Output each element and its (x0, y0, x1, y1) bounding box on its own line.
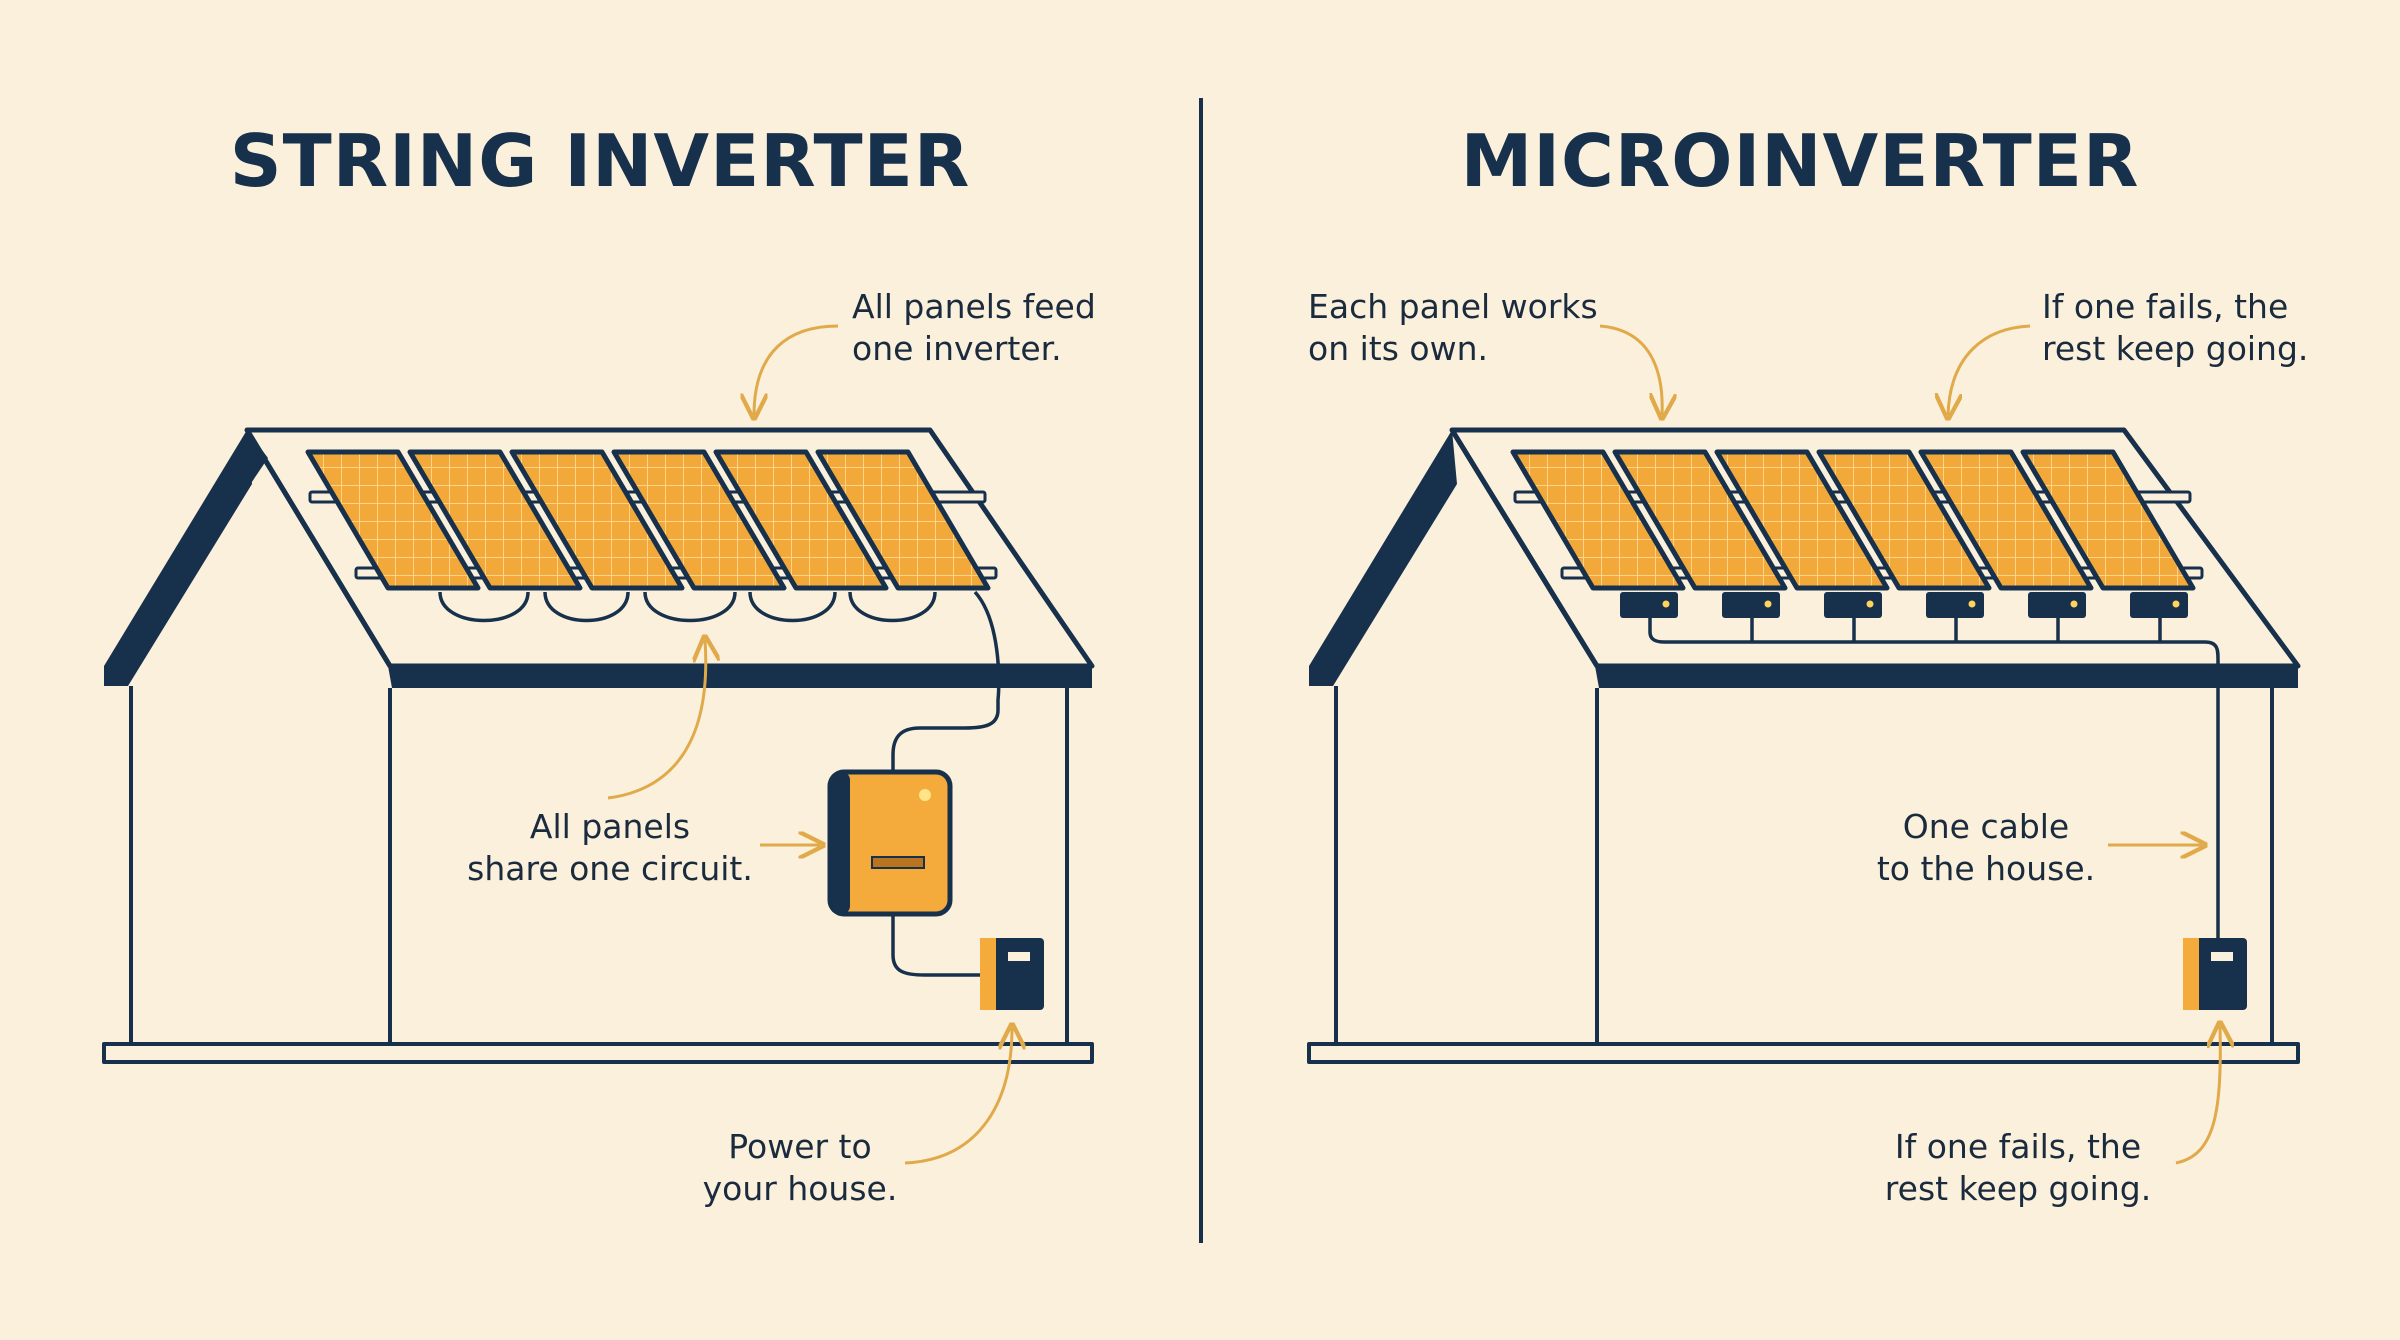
solar-panel (1816, 449, 1992, 591)
string-inverter-box (827, 769, 953, 917)
panels-feed-label-line2: one inverter. (852, 329, 1062, 368)
share-circuit-label-line2: share one circuit. (467, 849, 753, 888)
microinverter-unit (1620, 592, 1678, 618)
solar-panel (611, 449, 787, 591)
rest-keep-going-top-label-line2: rest keep going. (2042, 329, 2308, 368)
works-on-own-label: Each panel works (1308, 287, 1598, 326)
microinverter-title: MICROINVERTER (1461, 119, 2140, 203)
solar-panel (815, 449, 991, 591)
string-inverter-title: STRING INVERTER (230, 119, 971, 203)
solar-panel (1714, 449, 1890, 591)
microinverter-unit (2028, 592, 2086, 618)
solar-panel (2020, 449, 2196, 591)
rest-keep-going-bottom-label-line2: rest keep going. (1885, 1169, 2151, 1208)
microinverter-section: MICROINVERTER (1307, 119, 2308, 1208)
rest-keep-going-bottom-label: If one fails, the (1895, 1127, 2141, 1166)
share-circuit-label: All panels (530, 807, 690, 846)
ac-trunk-cable (1648, 618, 2220, 938)
microinverter-unit (1722, 592, 1780, 618)
solar-panel (1612, 449, 1788, 591)
solar-panel (407, 449, 583, 591)
rest-keep-going-top-label: If one fails, the (2042, 287, 2288, 326)
string-wiring (438, 590, 1001, 977)
left-electric-meter (980, 938, 1044, 1010)
solar-panel (509, 449, 685, 591)
microinverter-unit (1926, 592, 1984, 618)
right-solar-panel-array (1510, 449, 2204, 591)
string-inverter-section: STRING INVERTER (102, 119, 1096, 1208)
works-on-own-label-line2: on its own. (1308, 329, 1488, 368)
one-cable-label: One cable (1903, 807, 2069, 846)
solar-panel (713, 449, 889, 591)
solar-panel (1918, 449, 2094, 591)
status-light-icon (919, 789, 931, 801)
microinverter-unit (1824, 592, 1882, 618)
solar-panel (1510, 449, 1686, 591)
panels-feed-label: All panels feed (852, 287, 1096, 326)
one-cable-label-line2: to the house. (1877, 849, 2095, 888)
solar-panel (305, 449, 481, 591)
microinverter-units (1620, 592, 2188, 618)
power-to-house-label-line2: your house. (703, 1169, 898, 1208)
right-electric-meter (2183, 938, 2247, 1010)
power-to-house-label: Power to (728, 1127, 871, 1166)
right-annotation-arrows (1599, 324, 2220, 1165)
left-solar-panel-array (305, 449, 998, 591)
left-annotation-arrows (607, 324, 1012, 1165)
microinverter-unit (2130, 592, 2188, 618)
